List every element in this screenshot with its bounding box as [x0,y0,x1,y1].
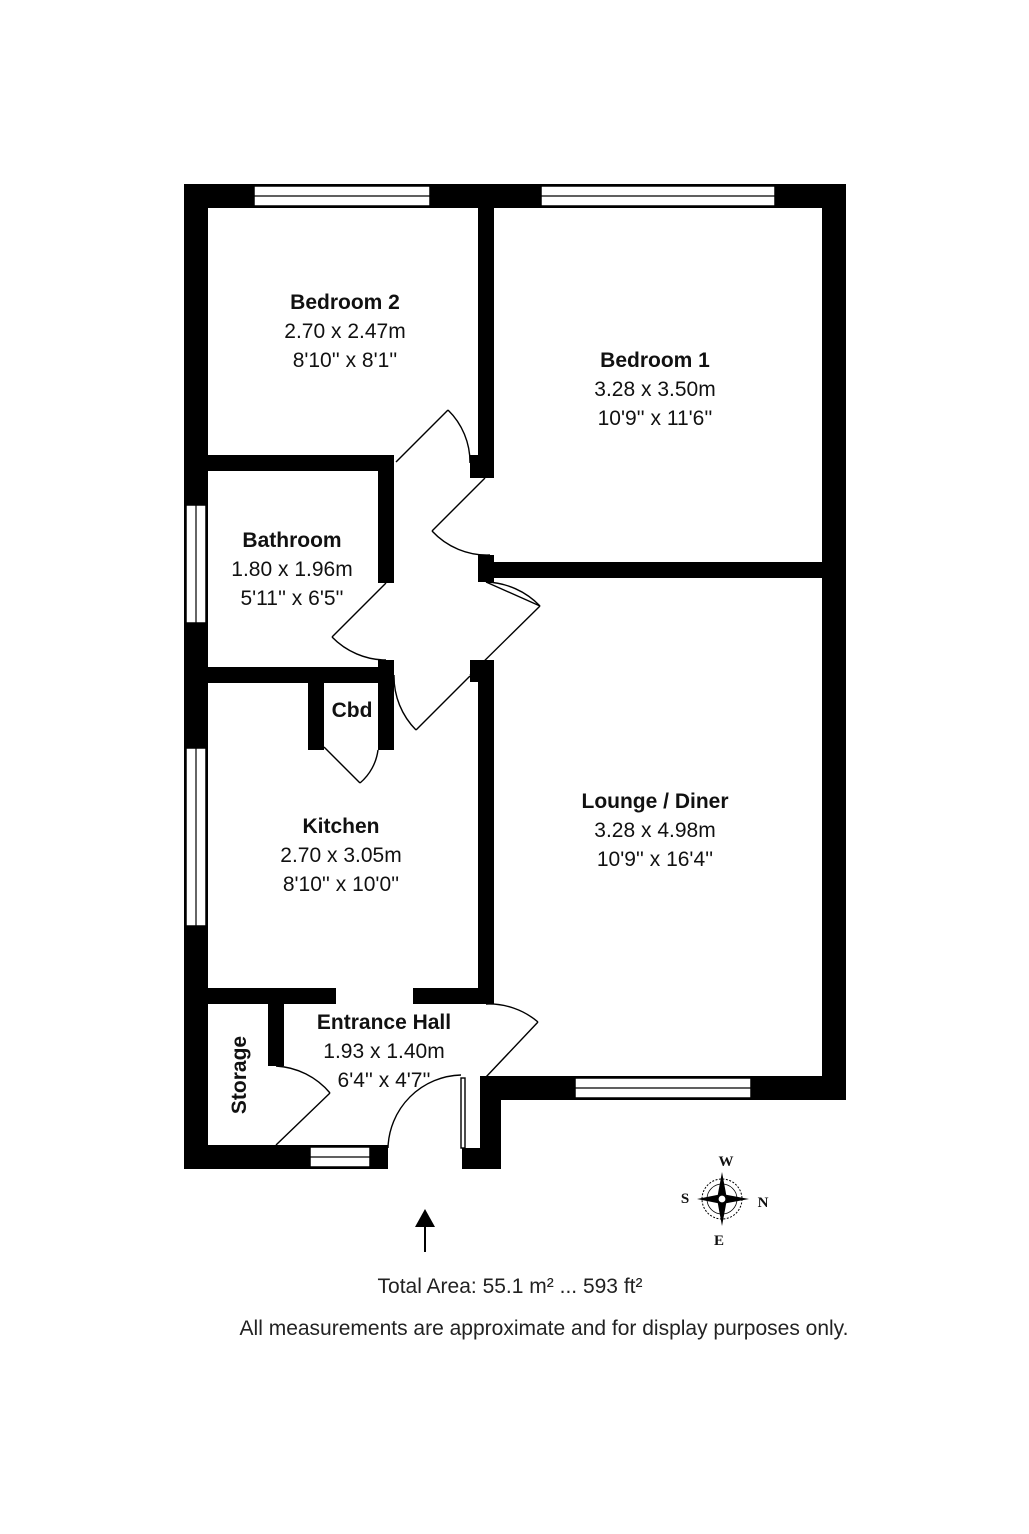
wall-bath-right [378,455,394,583]
room-name: Entrance Hall [317,1011,451,1034]
room-dimensions-metric: 3.28 x 4.98m [594,819,715,842]
room-cupboard: Cbd [332,699,373,722]
wall-spine-jamb [470,455,494,478]
room-dimensions-imperial: 5'11'' x 6'5'' [240,587,343,610]
wall-kitchen-hall-left [184,988,336,1004]
room-bathroom: Bathroom 1.80 x 1.96m 5'11'' x 6'5'' [231,529,352,610]
room-bedroom2: Bedroom 2 2.70 x 2.47m 8'10'' x 8'1'' [284,291,405,372]
room-dimensions-imperial: 8'10'' x 10'0'' [283,873,399,896]
doors [275,409,541,1149]
window-hall [309,1146,371,1168]
door-storage [275,1065,331,1146]
room-kitchen: Kitchen 2.70 x 3.05m 8'10'' x 10'0'' [280,815,401,896]
room-entrance-hall: Entrance Hall 1.93 x 1.40m 6'4'' x 4'7'' [317,1011,451,1092]
room-name: Bedroom 2 [290,291,400,314]
room-dimensions-metric: 2.70 x 3.05m [280,844,401,867]
door-front [387,1074,466,1149]
door-cupboard [323,746,379,784]
compass-north-label: N [758,1195,769,1211]
room-dimensions-metric: 1.80 x 1.96m [231,558,352,581]
wall-spine-lower [478,660,494,1004]
compass-south-label: S [681,1191,689,1207]
door-hall-lounge [485,1003,539,1078]
room-dimensions-metric: 3.28 x 3.50m [594,378,715,401]
room-bedroom1: Bedroom 1 3.28 x 3.50m 10'9'' x 11'6'' [594,349,715,430]
total-area: Total Area: 55.1 m² ... 593 ft² [378,1275,643,1298]
wall-entrance-right [480,1076,501,1169]
window-bathroom [185,504,207,624]
room-dimensions-imperial: 10'9'' x 16'4'' [597,848,713,871]
door-kitchen [393,675,471,731]
room-dimensions-metric: 2.70 x 2.47m [284,320,405,343]
door-bedroom1 [431,477,491,556]
window-kitchen [185,747,207,927]
wall-cbd-left [308,667,324,750]
disclaimer: All measurements are approximate and for… [240,1317,849,1340]
wall-bed1-lounge [478,562,846,578]
wall-entrance-stub [462,1148,501,1169]
door-bedroom2 [395,409,471,464]
compass-west-label: W [719,1154,734,1170]
windows [185,185,776,1168]
wall-spine-upper [478,208,494,478]
wall-right [822,184,846,1100]
wall-kitchen-hall-right [413,988,494,1004]
room-dimensions-imperial: 8'10'' x 8'1'' [293,349,398,372]
door-bathroom [331,582,387,661]
wall-bath-kitchen [184,667,394,683]
wall-cbd-right [378,667,394,750]
room-name: Storage [228,1036,251,1114]
compass-east-label: E [714,1233,724,1249]
room-dimensions-imperial: 6'4'' x 4'7'' [338,1069,431,1092]
window-bedroom1 [540,185,776,207]
room-dimensions-metric: 1.93 x 1.40m [323,1040,444,1063]
compass-rose-icon: W E S N [681,1154,769,1249]
entrance-arrow-icon [415,1209,435,1252]
window-lounge [574,1077,752,1099]
room-storage: Storage [228,1036,251,1114]
door-lounge [469,581,541,676]
room-dimensions-imperial: 10'9'' x 11'6'' [598,407,713,430]
room-name: Bathroom [242,529,341,552]
wall-spine-jamb2 [470,660,482,682]
wall-storage [268,1004,284,1066]
window-bedroom2 [253,185,431,207]
walls [184,184,846,1169]
room-lounge-diner: Lounge / Diner 3.28 x 4.98m 10'9'' x 16'… [582,790,729,871]
room-name: Kitchen [302,815,379,838]
wall-bed2-bath [184,455,394,471]
room-name: Lounge / Diner [582,790,729,813]
room-name: Bedroom 1 [600,349,710,372]
room-name: Cbd [332,699,373,722]
